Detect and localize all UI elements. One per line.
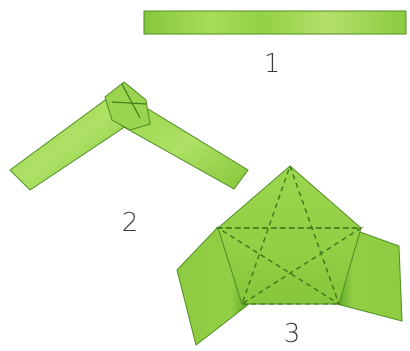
step-2-label: 2 <box>122 208 139 238</box>
paper-strip <box>144 11 406 34</box>
step-2-figure <box>10 82 248 190</box>
step-3-label: 3 <box>284 319 301 349</box>
step-1-figure <box>144 11 406 34</box>
step-1-label: 1 <box>264 49 281 79</box>
pentagon <box>218 166 361 304</box>
